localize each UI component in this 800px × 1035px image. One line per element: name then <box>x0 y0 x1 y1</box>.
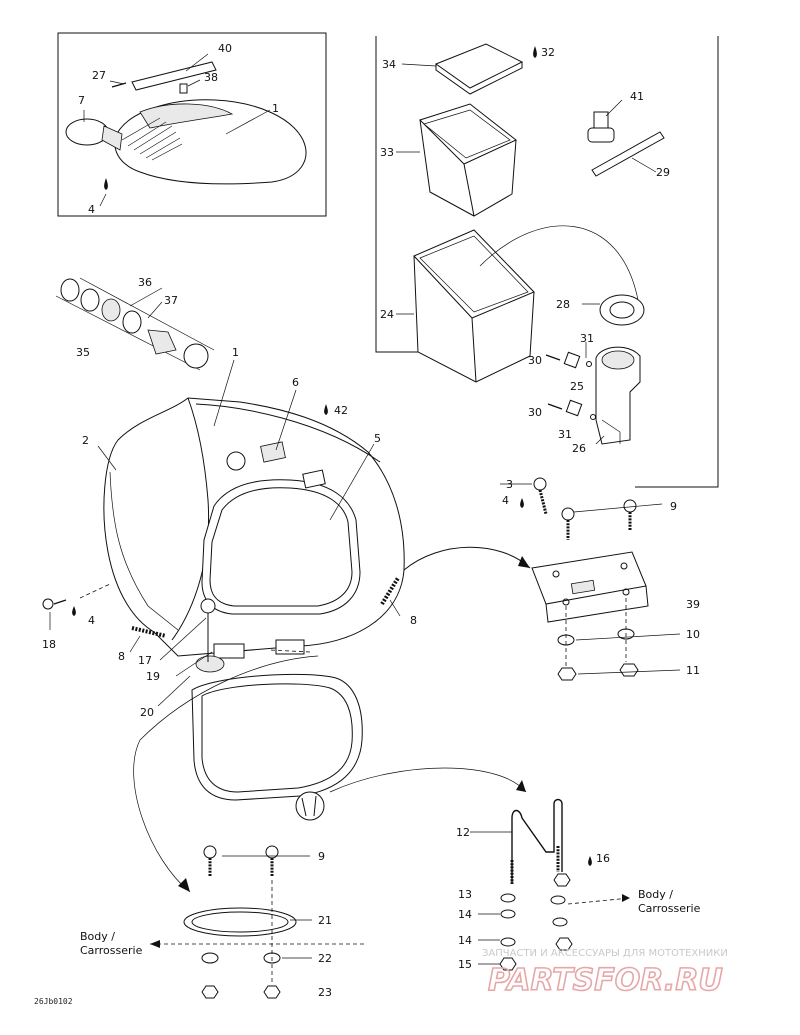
callout-24: 24 <box>380 308 394 321</box>
inset-cover-assembly <box>57 32 327 217</box>
callout-8: 8 <box>410 614 417 627</box>
callout-32: 32 <box>541 46 555 59</box>
callout-8: 8 <box>118 650 125 663</box>
callout-30: 30 <box>528 406 542 419</box>
callout-9: 9 <box>670 500 677 513</box>
callout-15: 15 <box>458 958 472 971</box>
callout-14: 14 <box>458 908 472 921</box>
hinge-bracket <box>500 477 681 681</box>
watermark: ЗАПЧАСТИ И АКСЕССУАРЫ ДЛЯ МОТОТЕХНИКИ PA… <box>482 948 728 999</box>
callout-2: 2 <box>82 434 89 447</box>
callout-10: 10 <box>686 628 700 641</box>
callout-33: 33 <box>380 146 394 159</box>
u-bolt-assembly <box>470 798 631 971</box>
callout-30: 30 <box>528 354 542 367</box>
callout-21: 21 <box>318 914 332 927</box>
body-label-right: Body / Carrosserie <box>638 888 701 915</box>
body-label-left-line1: Body / <box>80 930 115 943</box>
callout-4: 4 <box>88 203 95 216</box>
callout-14: 14 <box>458 934 472 947</box>
callout-12: 12 <box>456 826 470 839</box>
callout-22: 22 <box>318 952 332 965</box>
callout-28: 28 <box>556 298 570 311</box>
callout-17: 17 <box>138 654 152 667</box>
inset-storage-box <box>375 36 719 488</box>
callout-37: 37 <box>164 294 178 307</box>
callout-36: 36 <box>138 276 152 289</box>
lock-assembly <box>55 277 215 371</box>
callout-4: 4 <box>502 494 509 507</box>
callout-40: 40 <box>218 42 232 55</box>
body-label-right-line2: Carrosserie <box>638 902 701 915</box>
callout-38: 38 <box>204 71 218 84</box>
callout-4: 4 <box>88 614 95 627</box>
watermark-brand: PARTSFOR.RU <box>488 963 723 998</box>
callout-31: 31 <box>580 332 594 345</box>
callout-1: 1 <box>272 102 279 115</box>
callout-34: 34 <box>382 58 396 71</box>
callout-7: 7 <box>78 94 85 107</box>
body-label-right-line1: Body / <box>638 888 673 901</box>
callout-13: 13 <box>458 888 472 901</box>
callout-25: 25 <box>570 380 584 393</box>
callout-29: 29 <box>656 166 670 179</box>
callout-39: 39 <box>686 598 700 611</box>
callout-labels: 40 27 38 7 1 4 34 32 33 41 29 24 28 31 3… <box>42 42 700 999</box>
callout-1: 1 <box>232 346 239 359</box>
callout-19: 19 <box>146 670 160 683</box>
callout-42: 42 <box>334 404 348 417</box>
callout-20: 20 <box>140 706 154 719</box>
callout-11: 11 <box>686 664 700 677</box>
callout-31: 31 <box>558 428 572 441</box>
body-label-left: Body / Carrosserie <box>80 930 143 957</box>
hood-panel <box>42 359 531 707</box>
callout-41: 41 <box>630 90 644 103</box>
callout-27: 27 <box>92 69 106 82</box>
callout-26: 26 <box>572 442 586 455</box>
callout-35: 35 <box>76 346 90 359</box>
callout-16: 16 <box>596 852 610 865</box>
body-label-left-line2: Carrosserie <box>80 944 143 957</box>
callout-5: 5 <box>374 432 381 445</box>
frame-hardware <box>150 845 366 999</box>
callout-23: 23 <box>318 986 332 999</box>
window-frame <box>133 655 527 893</box>
callout-6: 6 <box>292 376 299 389</box>
watermark-tagline: ЗАПЧАСТИ И АКСЕССУАРЫ ДЛЯ МОТОТЕХНИКИ <box>482 948 728 959</box>
figure-code: 26Jb0102 <box>34 997 73 1006</box>
callout-18: 18 <box>42 638 56 651</box>
callout-3: 3 <box>506 478 513 491</box>
callout-9: 9 <box>318 850 325 863</box>
